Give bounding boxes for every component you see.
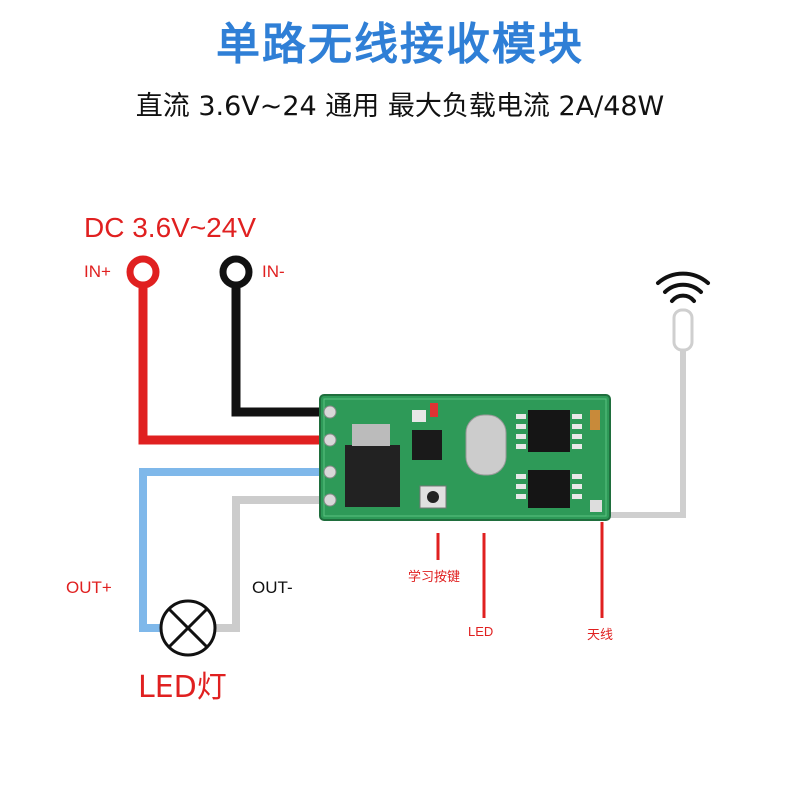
terminal-in-plus <box>126 255 160 289</box>
wire-in-minus <box>231 272 328 417</box>
label-in-plus: IN+ <box>84 262 111 281</box>
lamp-icon <box>159 599 217 657</box>
label-led: LED <box>468 624 494 639</box>
antenna-tip <box>672 308 694 352</box>
wire-in-plus <box>138 272 328 445</box>
wifi-icon <box>656 271 710 303</box>
wire-antenna <box>600 345 686 518</box>
label-out-minus: OUT- <box>252 578 293 597</box>
label-learn-button: 学习按键 <box>408 570 461 585</box>
pcb-module <box>319 394 611 521</box>
wire-out-minus <box>216 496 328 632</box>
terminal-in-minus <box>219 255 253 289</box>
label-in-minus: IN- <box>262 262 285 281</box>
wire-out-plus <box>139 468 328 632</box>
page-subtitle: 直流 3.6V~24 通用 最大负载电流 2A/48W <box>135 91 665 122</box>
label-antenna: 天线 <box>587 628 614 643</box>
label-out-plus: OUT+ <box>66 578 112 597</box>
label-led-lamp: LED灯 <box>138 670 227 705</box>
label-dc-voltage: DC 3.6V~24V <box>84 212 256 243</box>
page-title: 单路无线接收模块 <box>216 19 584 70</box>
